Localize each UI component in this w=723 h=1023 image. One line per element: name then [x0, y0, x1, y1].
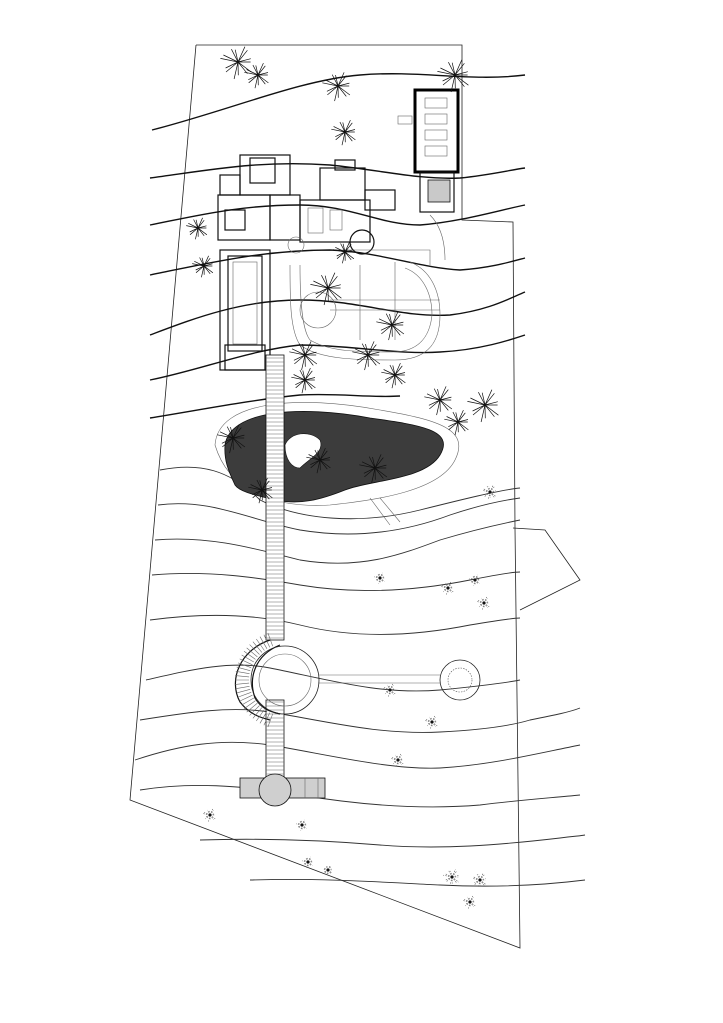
- shrub-icon: [383, 683, 396, 697]
- shrub-icon: [463, 895, 476, 909]
- tree-trunk: [256, 73, 260, 77]
- tree-trunk: [438, 398, 442, 402]
- shrub-icon: [472, 873, 487, 888]
- shrub-icon: [441, 581, 454, 595]
- garden-paths: [289, 214, 446, 526]
- shrub-icon: [302, 856, 313, 868]
- circular-lawns: [250, 645, 481, 715]
- garage-building: [397, 88, 460, 213]
- pond: [214, 402, 460, 506]
- tree-trunk: [388, 688, 392, 692]
- tree-trunk: [483, 403, 487, 407]
- shrub-icon: [203, 808, 216, 822]
- tree-trunk: [482, 601, 486, 605]
- tree-icon: [352, 341, 381, 371]
- tree-trunk: [378, 576, 382, 580]
- tree-icon: [186, 217, 208, 240]
- topographic-contours: [134, 73, 586, 887]
- tree-trunk: [303, 378, 307, 382]
- property-boundary: [129, 44, 581, 949]
- tree-icon: [359, 454, 388, 484]
- shrub-icon: [391, 753, 404, 767]
- tree-trunk: [303, 353, 307, 357]
- tree-trunk: [478, 878, 482, 882]
- tree-trunk: [208, 813, 212, 817]
- tree-icon: [424, 386, 453, 416]
- tree-trunk: [446, 586, 450, 590]
- shrub-icon: [482, 485, 497, 500]
- tree-icon: [217, 424, 246, 454]
- tree-trunk: [468, 900, 472, 904]
- tree-icon: [289, 341, 318, 371]
- tree-icon: [220, 46, 252, 80]
- tree-trunk: [306, 860, 310, 864]
- tree-trunk: [202, 264, 206, 268]
- tree-trunk: [473, 578, 477, 582]
- tree-trunk: [326, 286, 330, 290]
- tree-trunk: [318, 458, 322, 462]
- shrub-icon: [443, 869, 459, 886]
- shrub-icon: [425, 715, 438, 729]
- shrub-icon: [374, 572, 385, 584]
- tree-icon: [192, 255, 214, 278]
- tree-trunk: [450, 875, 454, 879]
- tree-icon: [244, 62, 269, 89]
- tree-icon: [333, 241, 355, 264]
- shrub-icon: [477, 596, 490, 610]
- tree-icon: [376, 311, 405, 341]
- tree-trunk: [488, 490, 492, 494]
- pavilion: [239, 773, 326, 807]
- tree-trunk: [390, 323, 394, 327]
- boardwalk: [234, 354, 285, 781]
- tree-icon: [381, 362, 406, 389]
- tree-icon: [467, 389, 499, 423]
- tree-trunk: [236, 60, 240, 64]
- tree-trunk: [260, 488, 264, 492]
- tree-trunk: [343, 250, 347, 254]
- tree-icon: [306, 447, 331, 474]
- tree-icon: [291, 367, 316, 394]
- tree-icon: [322, 72, 351, 102]
- tree-icon: [248, 477, 273, 504]
- tree-icon: [444, 409, 469, 436]
- tree-icon: [331, 119, 356, 146]
- tree-trunk: [396, 758, 400, 762]
- tree-trunk: [326, 868, 330, 872]
- tree-trunk: [373, 466, 377, 470]
- tree-trunk: [453, 73, 457, 77]
- tree-trunk: [430, 720, 434, 724]
- tree-trunk: [300, 823, 304, 827]
- shrub-icon: [469, 574, 480, 586]
- tree-trunk: [196, 226, 200, 230]
- tree-trunk: [393, 373, 397, 377]
- tree-trunk: [343, 130, 347, 134]
- tree-icon: [437, 59, 469, 93]
- tree-icon: [310, 272, 342, 306]
- tree-trunk: [366, 353, 370, 357]
- tree-trunk: [456, 420, 460, 424]
- tree-trunk: [231, 436, 235, 440]
- main-house: [217, 154, 396, 371]
- tree-trunk: [336, 84, 340, 88]
- trees: [186, 46, 499, 909]
- shrub-icon: [296, 819, 307, 831]
